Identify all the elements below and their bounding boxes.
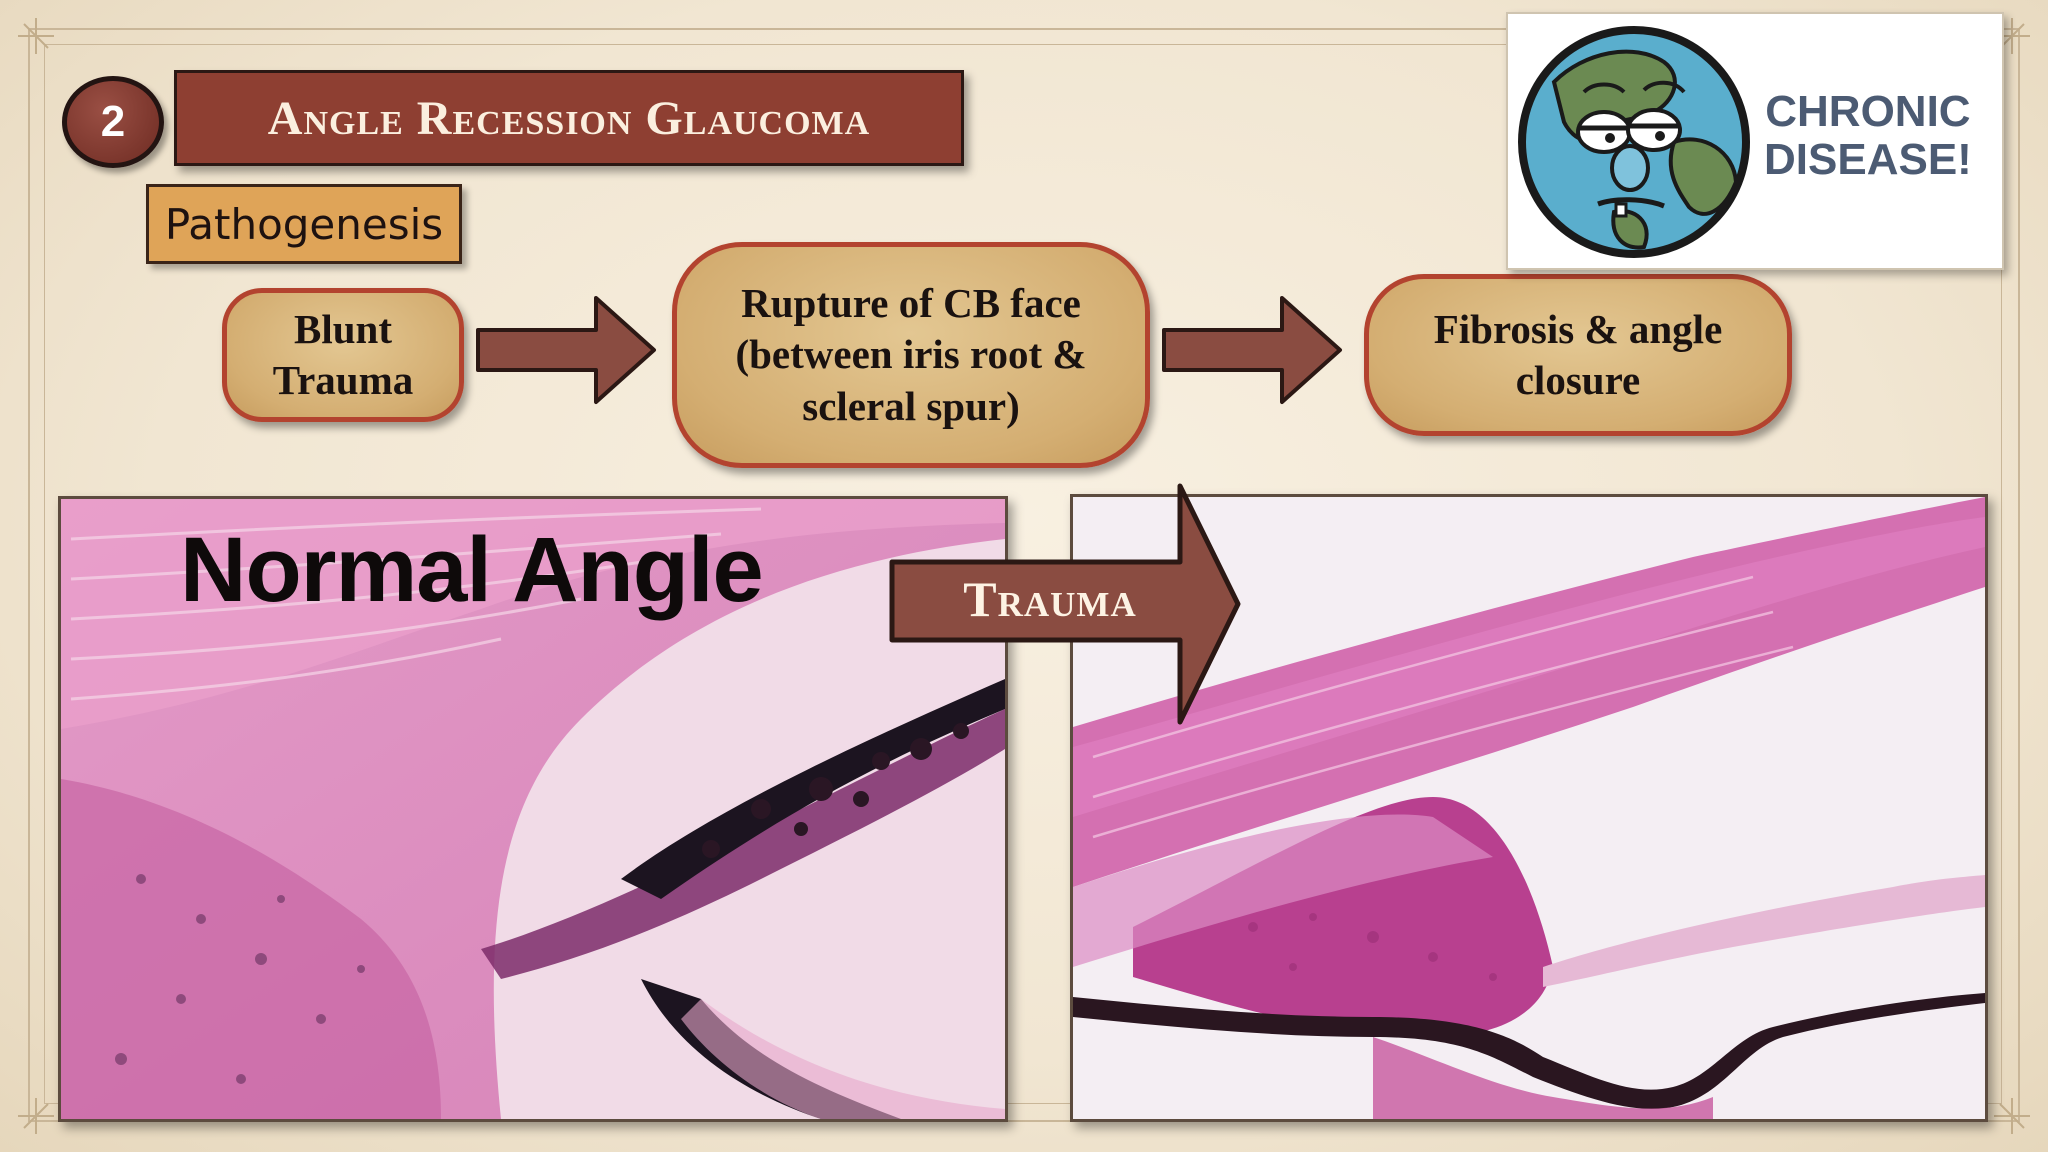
flow-step-line: closure <box>1515 357 1641 403</box>
sad-earth-globe-icon <box>1518 26 1750 258</box>
slide-number-badge: 2 <box>62 76 164 168</box>
frame-inner <box>44 44 2002 1104</box>
chronic-text-line: CHRONIC <box>1765 87 1971 136</box>
histology-image-recessed-angle <box>1070 494 1988 1122</box>
flow-arrow-icon <box>1162 296 1342 404</box>
chronic-text-line: DISEASE! <box>1764 135 1972 185</box>
flow-step-line: Trauma <box>272 357 414 403</box>
flow-step-line: Blunt <box>294 305 392 352</box>
corner-ornament-icon <box>18 18 54 54</box>
frame-outer <box>28 28 2020 1122</box>
flow-step-line: Fibrosis & angle <box>1433 305 1723 352</box>
corner-ornament-icon <box>1994 1098 2030 1134</box>
histology-image-normal-angle <box>58 496 1008 1122</box>
flow-step-fibrosis-angle-closure: Fibrosis & angle closure <box>1364 274 1792 436</box>
slide-title: Angle Recession Glaucoma <box>174 70 964 166</box>
flow-step-line: Rupture of CB face <box>741 280 1081 327</box>
flow-step-line: scleral spur) <box>802 382 1020 429</box>
flow-step-blunt-trauma: Blunt Trauma <box>222 288 464 422</box>
normal-angle-label: Normal Angle <box>180 519 764 621</box>
flow-step-line: (between iris root & <box>735 331 1087 378</box>
chronic-disease-cartoon: CHRONIC DISEASE! <box>1506 12 2004 270</box>
flow-step-rupture-cb-face: Rupture of CB face (between iris root & … <box>672 242 1150 468</box>
chronic-disease-text: CHRONIC DISEASE! <box>1764 87 1972 185</box>
trauma-label: Trauma <box>963 571 1137 627</box>
corner-ornament-icon <box>18 1098 54 1134</box>
section-label: Pathogenesis <box>146 184 462 264</box>
trauma-arrow-icon <box>889 483 1241 725</box>
flow-arrow-icon <box>476 296 656 404</box>
